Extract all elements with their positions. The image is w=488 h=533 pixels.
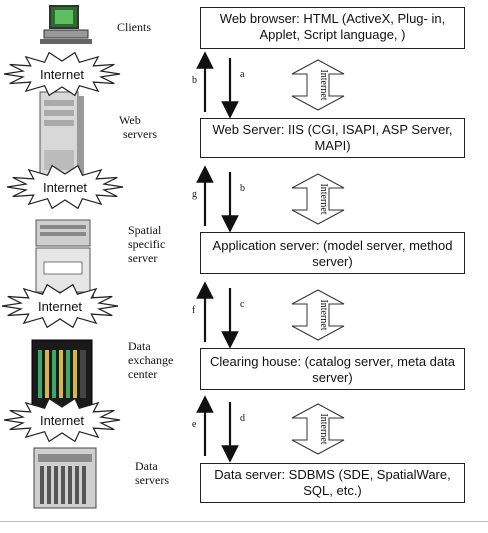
internet-cloud: Internet [6,164,124,210]
desktop-computer-icon [40,5,92,44]
internet-connection-arrow: Internet [291,403,345,455]
tower-server-icon [39,91,84,181]
arrow-up-letter: b [192,75,197,86]
mainframe-cabinet-icon [31,339,93,409]
tier-label-data-servers: Data servers [135,459,169,487]
box-clearing-house: Clearing house: (catalog server, meta da… [200,348,465,390]
internet-cloud-label: Internet [40,413,84,428]
tier-label-web-servers: Web servers [119,113,157,141]
box-application-server: Application server: (model server, metho… [200,232,465,274]
arrow-down-letter: c [240,299,245,310]
internet-cloud: Internet [3,51,121,97]
rack-server-icon [32,219,94,298]
connection-label: Internet [318,69,329,100]
arrow-up-letter: f [192,305,196,316]
tier-label-spatial-server: Spatial specific server [128,223,166,265]
internet-cloud: Internet [1,283,119,329]
internet-connection-arrow: Internet [291,59,345,111]
internet-cloud-label: Internet [38,299,82,314]
internet-cloud-label: Internet [43,180,87,195]
arrow-up-letter: g [192,189,197,200]
box-web-server: Web Server: IIS (CGI, ISAPI, ASP Server,… [200,118,465,158]
connection-label: Internet [318,183,329,214]
arrow-down-letter: b [240,183,245,194]
tier-label-clients: Clients [117,20,152,34]
arrow-down-letter: a [240,69,245,80]
connection-label: Internet [318,413,329,444]
internet-cloud: Internet [3,397,121,443]
tier-label-data-exchange: Data exchange center [128,339,174,381]
internet-connection-arrow: Internet [291,289,345,341]
storage-array-icon [33,447,97,509]
internet-cloud-label: Internet [40,67,84,82]
arrow-down-letter: d [240,413,245,424]
internet-connection-arrow: Internet [291,173,345,225]
divider [0,521,488,522]
box-data-server: Data server: SDBMS (SDE, SpatialWare, SQ… [200,463,465,503]
arrow-up-letter: e [192,419,197,430]
connection-label: Internet [318,299,329,330]
box-web-browser: Web browser: HTML (ActiveX, Plug- in, Ap… [200,7,465,49]
